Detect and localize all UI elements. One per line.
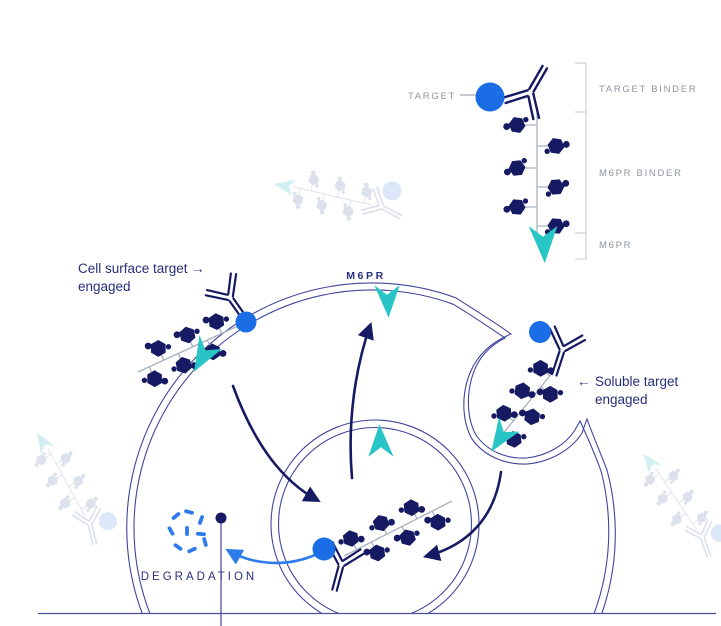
soluble-label-line2: engaged: [595, 392, 648, 407]
internalization-arrow-right: [422, 470, 503, 561]
cell-surface-label-line1: Cell surface target: [78, 261, 188, 276]
m6pr-binder-hexamer-icon: [143, 333, 173, 361]
cell-surface-annotation: Cell surface target → engaged: [78, 261, 205, 294]
right-arrow-icon: →: [191, 261, 205, 276]
cell-membrane: [126, 282, 616, 613]
m6pr-binder-hexamer-icon: [362, 539, 391, 564]
m6pr-binder-hexamer-icon: [517, 401, 547, 430]
m6pr-recycling-arrow: [349, 322, 374, 480]
m6pr-binder-hexamer-icon: [490, 402, 520, 428]
bracket: [575, 62, 587, 260]
bracket-label-m6pr-binder: M6PR BINDER: [599, 168, 683, 179]
m6pr-binder-hexamer-icon: [337, 527, 366, 552]
target-antigen-icon: [235, 311, 257, 333]
antibody-icon: [500, 55, 564, 123]
linker-chain: [496, 367, 554, 442]
m6pr-binder-hexamer-icon: [502, 114, 529, 134]
pin-dot-icon: [215, 512, 227, 524]
watermark-molecules: [21, 155, 721, 567]
pin-marker: [215, 512, 227, 626]
reference-molecule-panel: TARGET TARGET BINDER M6PR BINDER M6PR: [408, 55, 697, 264]
endosome-molecule: [312, 424, 453, 597]
watermark-molecule-icon: [629, 438, 721, 567]
bracket-label-m6pr: M6PR: [599, 240, 632, 251]
bracket-label-target-binder: TARGET BINDER: [599, 84, 697, 95]
m6pr-binder-hexamer-icon: [535, 379, 565, 406]
target-antigen-icon: [312, 537, 336, 561]
m6pr-binder-hexamer-icon: [172, 322, 201, 346]
m6pr-binder-hexamer-icon: [422, 507, 452, 534]
m6pr-binder-hexamer-icon: [397, 496, 427, 522]
target-label: TARGET: [408, 91, 456, 102]
degradation-arrow: [225, 548, 317, 565]
target-antigen-icon: [475, 82, 505, 112]
cell-surface-molecule: [137, 270, 262, 394]
m6pr-binder-hexamer-icon: [503, 196, 529, 216]
m6pr-binder-hexamer-icon: [526, 356, 556, 383]
m6pr-binder-hexamer-icon: [544, 137, 571, 157]
linker-chain: [525, 112, 548, 241]
soluble-annotation: ← Soluble target engaged: [577, 374, 679, 407]
m6pr-membrane-label: M6PR: [346, 270, 386, 282]
m6pr-binder-hexamer-icon: [544, 178, 571, 197]
cell-surface-label-line2: engaged: [78, 279, 131, 294]
watermark-molecule-icon: [269, 155, 412, 233]
degradation-fragments-icon: [167, 509, 208, 554]
m6pr-binder-hexamer-icon: [508, 378, 538, 407]
soluble-target-molecule: [479, 321, 588, 458]
soluble-label-line1: Soluble target: [595, 374, 679, 389]
m6pr-binder-hexamer-icon: [201, 307, 230, 333]
m6pr-binder-hexamer-icon: [502, 157, 529, 177]
m6pr-binder-hexamer-icon: [140, 367, 170, 394]
target-antigen-icon: [529, 321, 551, 343]
m6pr-receptor-icon: [528, 226, 558, 264]
internalization-arrow-left: [231, 384, 321, 503]
watermark-molecule-icon: [21, 419, 124, 554]
left-arrow-icon: ←: [577, 374, 591, 389]
degradation-label: DEGRADATION: [141, 571, 258, 583]
